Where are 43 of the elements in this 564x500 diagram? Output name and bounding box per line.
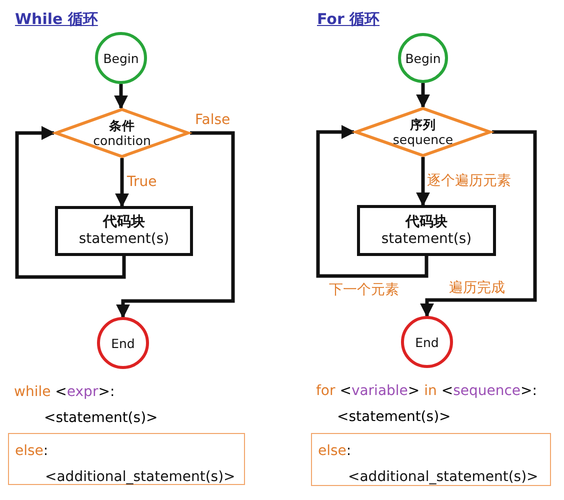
code-line: <additional_statement(s)> — [45, 468, 236, 487]
process-box — [357, 205, 496, 256]
arrow — [416, 83, 430, 108]
section-title: For 循环 — [317, 10, 380, 29]
code-line: <additional_statement(s)> — [348, 468, 538, 487]
terminal-circle — [97, 317, 149, 369]
node-heading: 序列 — [410, 117, 436, 132]
code-box — [8, 433, 245, 485]
arrow — [316, 125, 428, 278]
node-text: Begin — [103, 50, 139, 66]
terminal-circle — [95, 32, 147, 84]
node-text: End — [415, 334, 439, 350]
arrow — [15, 126, 126, 279]
node-heading: 条件 — [109, 118, 135, 133]
section-title: While 循环 — [15, 10, 98, 29]
arrow — [420, 130, 537, 318]
node-text: condition — [93, 133, 151, 148]
decision-diamond — [354, 107, 492, 157]
code-line: for <variable> in <sequence>: — [316, 383, 537, 399]
code-line: else: — [15, 442, 48, 461]
node-text: statement(s) — [78, 231, 170, 248]
process-box — [55, 206, 193, 256]
terminal-circle — [398, 33, 448, 83]
edge-label: 下一个元素 — [328, 281, 400, 299]
code-line: <statement(s)> — [44, 410, 158, 426]
code-line: <statement(s)> — [337, 409, 451, 425]
code-line: else: — [318, 442, 352, 461]
arrow — [115, 158, 129, 208]
decision-diamond — [54, 108, 190, 158]
edge-label: 遍历完成 — [448, 279, 506, 297]
node-heading: 代码块 — [103, 214, 145, 231]
node-text: sequence — [392, 132, 454, 147]
arrow — [116, 131, 235, 318]
edge-label: 逐个遍历元素 — [426, 172, 512, 190]
arrow — [416, 157, 430, 206]
code-box — [311, 433, 551, 486]
code-line: while <expr>: — [14, 384, 115, 400]
node-text: End — [111, 336, 135, 350]
node-text: statement(s) — [381, 230, 472, 248]
node-heading: 代码块 — [406, 214, 448, 230]
node-text: Begin — [405, 50, 441, 66]
terminal-circle — [401, 316, 453, 368]
arrow — [114, 84, 128, 110]
